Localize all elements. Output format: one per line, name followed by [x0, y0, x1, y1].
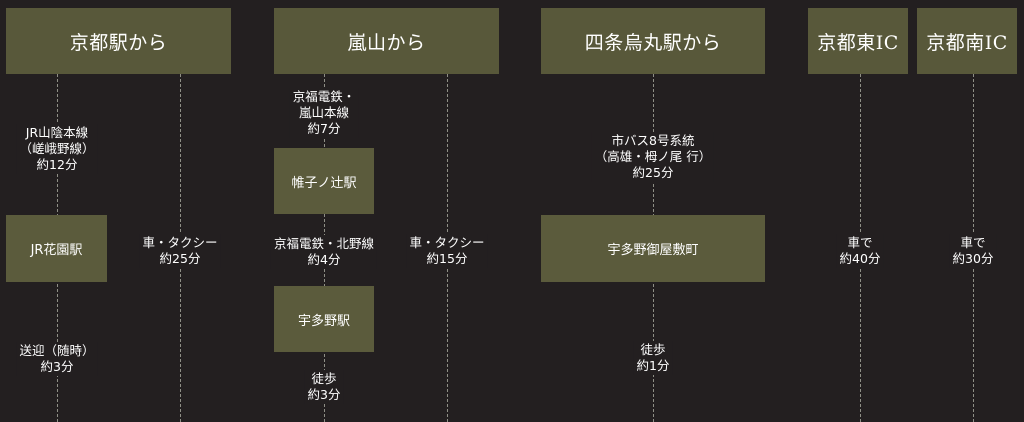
arashiyama-taxi-mode: 車・タクシー — [409, 235, 485, 250]
header-from-kyoto-station: 京都駅から — [6, 8, 231, 74]
kyoto-rail-time: 約12分 — [36, 157, 78, 172]
shijo-bus-note: 市バス8号系統 （高雄・栂ノ尾 行） 約25分 — [591, 132, 715, 182]
shijo-bus-time: 約25分 — [632, 165, 674, 180]
kyoto-pickup-note: 送迎（随時） 約3分 — [16, 342, 98, 376]
shijo-walk-mode: 徒歩 — [640, 342, 666, 357]
arashiyama-walk-mode: 徒歩 — [311, 371, 337, 386]
kyoto-pickup-time: 約3分 — [40, 359, 74, 374]
header-kyoto-minami-ic: 京都南IC — [917, 8, 1017, 74]
header-from-arashiyama: 嵐山から — [274, 8, 499, 74]
higashi-car-mode: 車で — [847, 235, 873, 250]
bus-stop-utano-oyashikicho: 宇多野御屋敷町 — [541, 215, 765, 282]
higashi-car-time: 約40分 — [839, 251, 881, 266]
header-from-shijo-karasuma: 四条烏丸駅から — [541, 8, 765, 74]
shijo-bus-line-sub: （高雄・栂ノ尾 行） — [594, 149, 712, 164]
kyoto-taxi-note: 車・タクシー 約25分 — [139, 234, 221, 268]
arashiyama-walk-time: 約3分 — [307, 387, 341, 402]
station-jr-hanazono: JR花園駅 — [6, 215, 107, 282]
station-katabiranotsuji: 帷子ノ辻駅 — [274, 148, 374, 214]
kyoto-rail-line-sub: （嵯峨野線） — [19, 141, 95, 156]
kyoto-taxi-mode: 車・タクシー — [142, 235, 218, 250]
arashiyama-walk-note: 徒歩 約3分 — [304, 370, 344, 404]
arashiyama-rail-time: 約7分 — [307, 121, 341, 136]
minami-car-time: 約30分 — [952, 251, 994, 266]
station-utano: 宇多野駅 — [274, 286, 374, 352]
shijo-walk-time: 約1分 — [636, 358, 670, 373]
shijo-walk-note: 徒歩 約1分 — [633, 341, 673, 375]
shijo-bus-line: 市バス8号系統 — [611, 133, 695, 148]
kyoto-taxi-time: 約25分 — [159, 251, 201, 266]
minami-car-mode: 車で — [960, 235, 986, 250]
arashiyama-rail-line-sub: 嵐山本線 — [298, 105, 350, 120]
kyoto-rail-line: JR山陰本線 — [25, 125, 89, 140]
higashi-car-note: 車で 約40分 — [836, 234, 884, 268]
kyoto-rail-note: JR山陰本線 （嵯峨野線） 約12分 — [16, 124, 98, 174]
arashiyama-rail2-line: 京福電鉄・北野線 — [273, 236, 375, 251]
header-kyoto-higashi-ic: 京都東IC — [808, 8, 908, 74]
arashiyama-taxi-note: 車・タクシー 約15分 — [406, 234, 488, 268]
arashiyama-rail2-note: 京福電鉄・北野線 約4分 — [270, 235, 378, 269]
arashiyama-taxi-time: 約15分 — [426, 251, 468, 266]
arashiyama-rail-line: 京福電鉄・ — [292, 89, 356, 104]
arashiyama-rail-note: 京福電鉄・ 嵐山本線 約7分 — [289, 88, 359, 138]
kyoto-pickup-mode: 送迎（随時） — [19, 343, 95, 358]
arashiyama-rail2-time: 約4分 — [307, 252, 341, 267]
minami-car-note: 車で 約30分 — [949, 234, 997, 268]
